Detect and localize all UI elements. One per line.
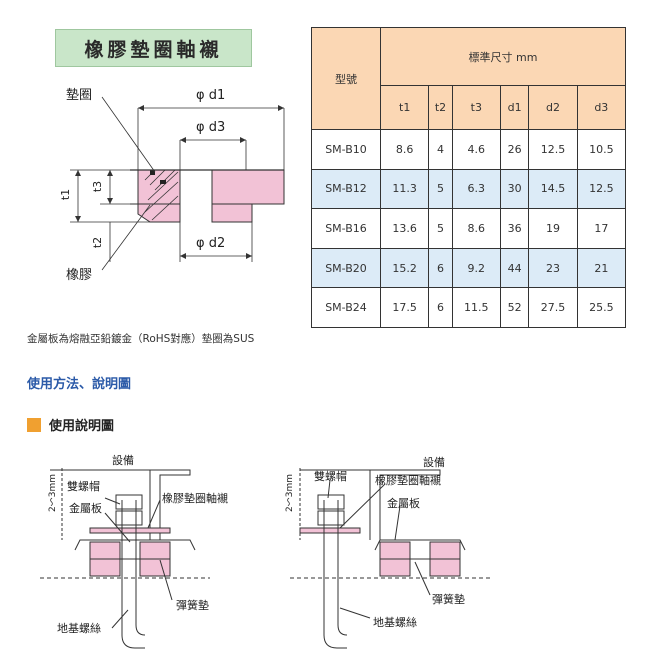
cell-value: 27.5 bbox=[528, 287, 578, 328]
header-col-t3: t3 bbox=[451, 85, 501, 130]
cell-value: 6 bbox=[428, 247, 453, 289]
orange-bullet bbox=[27, 417, 41, 432]
cell-value: 6 bbox=[428, 287, 453, 328]
material-note: 金屬板為熔融亞鉛鍍金（RoHS對應）墊圈為SUS bbox=[27, 333, 255, 345]
cell-value: 8.6 bbox=[379, 129, 430, 170]
cell-value: 4 bbox=[428, 129, 453, 170]
usage-left-metal-plate: 金屬板 bbox=[69, 502, 102, 515]
cell-value: 30 bbox=[499, 168, 530, 210]
cell-value: 9.2 bbox=[451, 247, 501, 289]
cell-value: 10.5 bbox=[576, 129, 627, 170]
product-title: 橡膠墊圈軸襯 bbox=[55, 29, 252, 67]
sub-title: 使用說明圖 bbox=[27, 415, 114, 434]
usage-left bbox=[40, 468, 210, 649]
cell-value: 13.6 bbox=[379, 208, 430, 249]
header-col-d1: d1 bbox=[499, 85, 530, 130]
label-washer: 墊圈 bbox=[66, 88, 93, 103]
usage-right-spring-washer: 彈簧墊 bbox=[432, 593, 465, 606]
cell-value: 14.5 bbox=[528, 168, 578, 210]
label-d3: φ d3 bbox=[196, 120, 226, 135]
cell-model: SM-B16 bbox=[311, 208, 381, 249]
dimension-diagram bbox=[70, 96, 285, 271]
cell-value: 17 bbox=[576, 208, 627, 249]
cell-model: SM-B10 bbox=[311, 129, 381, 170]
label-d2: φ d2 bbox=[196, 236, 226, 251]
label-d1: φ d1 bbox=[196, 88, 226, 103]
usage-right-anchor-bolt: 地基螺絲 bbox=[373, 616, 417, 629]
header-standard-size: 標準尺寸 mm bbox=[380, 27, 626, 86]
header-col-d3: d3 bbox=[576, 85, 627, 130]
usage-left-spring-washer: 彈簧墊 bbox=[176, 599, 209, 612]
usage-right-equipment: 設備 bbox=[423, 456, 445, 469]
usage-right-metal-plate: 金屬板 bbox=[387, 497, 420, 510]
washer-mark-1 bbox=[150, 170, 155, 175]
rubber-right-lower bbox=[211, 203, 253, 223]
label-t2: t2 bbox=[91, 236, 105, 249]
cell-value: 12.5 bbox=[576, 168, 627, 210]
cell-value: 8.6 bbox=[451, 208, 501, 249]
label-t1: t1 bbox=[59, 188, 73, 201]
usage-left-anchor-bolt: 地基螺絲 bbox=[57, 622, 101, 635]
header-col-t2: t2 bbox=[428, 85, 453, 130]
header-model: 型號 bbox=[311, 27, 381, 130]
sub-title-text: 使用說明圖 bbox=[49, 419, 115, 434]
rubber-right-upper bbox=[211, 169, 285, 205]
usage-right bbox=[290, 468, 490, 649]
usage-right-product: 橡膠墊圈軸襯 bbox=[375, 474, 441, 487]
header-col-t1: t1 bbox=[379, 85, 430, 130]
cell-value: 6.3 bbox=[451, 168, 501, 210]
cell-value: 5 bbox=[428, 208, 453, 249]
cell-model: SM-B12 bbox=[311, 168, 381, 210]
cell-value: 11.5 bbox=[451, 287, 501, 328]
cell-value: 19 bbox=[528, 208, 578, 249]
cell-value: 23 bbox=[528, 247, 578, 289]
usage-left-product: 橡膠墊圈軸襯 bbox=[162, 492, 228, 505]
cell-value: 12.5 bbox=[528, 129, 578, 170]
cell-value: 25.5 bbox=[576, 287, 627, 328]
cell-model: SM-B24 bbox=[311, 287, 381, 328]
usage-diagrams bbox=[40, 468, 490, 649]
usage-left-gap: 2～3mm bbox=[48, 474, 58, 512]
cell-model: SM-B20 bbox=[311, 247, 381, 289]
cell-value: 5 bbox=[428, 168, 453, 210]
usage-left-double-nut: 雙螺帽 bbox=[67, 480, 100, 493]
usage-left-equipment: 設備 bbox=[112, 454, 134, 467]
label-t3: t3 bbox=[91, 180, 105, 193]
header-col-d2: d2 bbox=[528, 85, 578, 130]
cell-value: 44 bbox=[499, 247, 530, 289]
washer-mark-2 bbox=[160, 180, 166, 184]
cell-value: 17.5 bbox=[379, 287, 430, 328]
cell-value: 11.3 bbox=[379, 168, 430, 210]
section-title: 使用方法、說明圖 bbox=[27, 377, 132, 392]
usage-right-gap: 2～3mm bbox=[285, 474, 295, 512]
cell-value: 36 bbox=[499, 208, 530, 249]
cell-value: 4.6 bbox=[451, 129, 501, 170]
label-rubber: 橡膠 bbox=[66, 268, 93, 283]
cell-value: 52 bbox=[499, 287, 530, 328]
cell-value: 15.2 bbox=[379, 247, 430, 289]
cell-value: 26 bbox=[499, 129, 530, 170]
usage-right-double-nut: 雙螺帽 bbox=[314, 470, 347, 483]
cell-value: 21 bbox=[576, 247, 627, 289]
